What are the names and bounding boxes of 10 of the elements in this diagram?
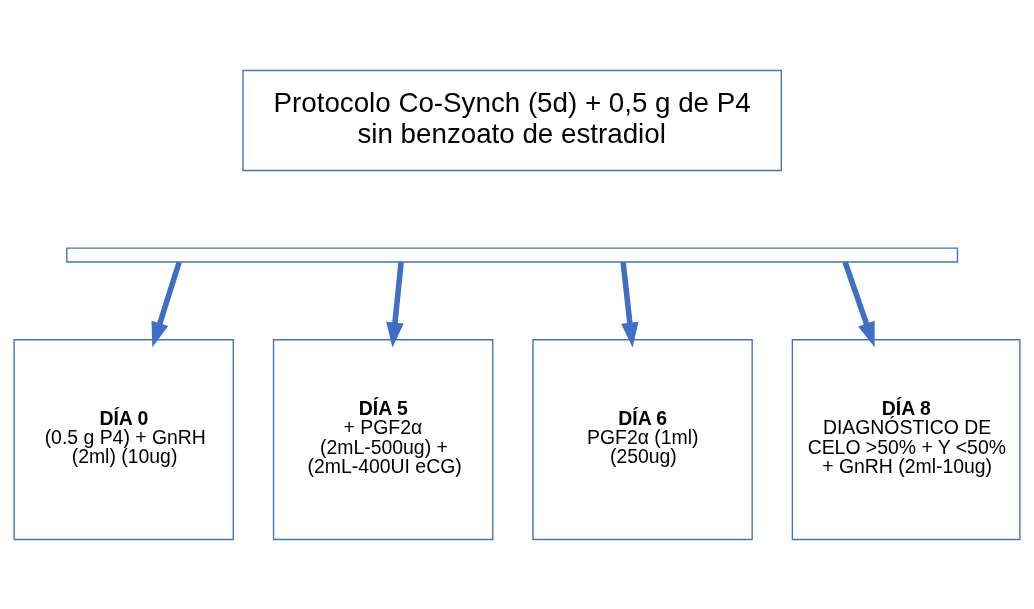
node-box: DÍA 0 (0.5 g P4) + GnRH (2ml) (10ug) bbox=[13, 338, 234, 540]
arrow bbox=[842, 260, 875, 347]
node-box: DÍA 6 PGF2α (1ml) (250ug) bbox=[532, 338, 753, 540]
node-box: Protocolo Co-Synch (5d) + 0,5 g de P4 sin benzoato de estradiol bbox=[242, 69, 782, 171]
arrow bbox=[386, 261, 404, 348]
arrow bbox=[151, 260, 182, 347]
arrow bbox=[620, 261, 639, 348]
node-box: DÍA 8 DIAGNÓSTICO DE CELO >50% + Y <50% + GnRH (2ml-10ug) bbox=[791, 338, 1021, 540]
node-box: DÍA 5 + PGF2α (2mL-500ug) + (2mL-400UI eCG) bbox=[272, 338, 494, 540]
node-bar bbox=[66, 246, 959, 263]
